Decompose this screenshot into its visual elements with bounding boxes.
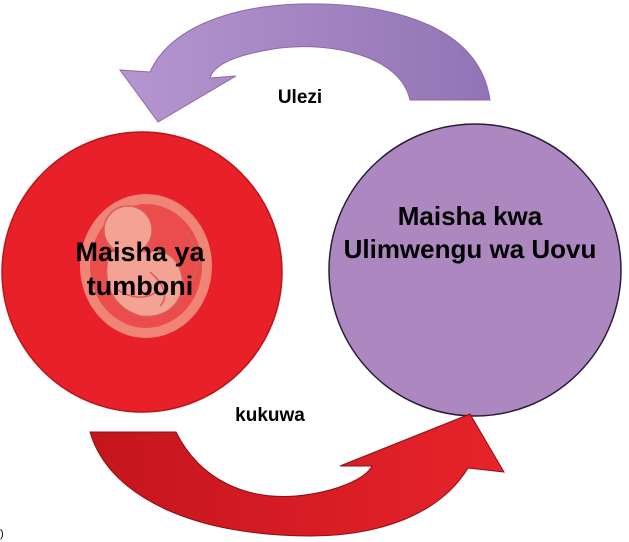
world-circle-label: Maisha kwa Ulimwengu wa Uovu [343, 201, 597, 264]
bottom-curved-arrow [89, 413, 505, 537]
fetus-in-womb-icon [80, 194, 212, 338]
womb-circle-label: Maisha ya tumboni [75, 237, 205, 301]
bottom-arrow-label: kukuwa [235, 405, 305, 426]
top-curved-arrow [118, 3, 491, 123]
corner-mark: ) [0, 528, 4, 540]
world-circle [328, 123, 622, 417]
top-arrow-label: Ulezi [277, 87, 323, 108]
